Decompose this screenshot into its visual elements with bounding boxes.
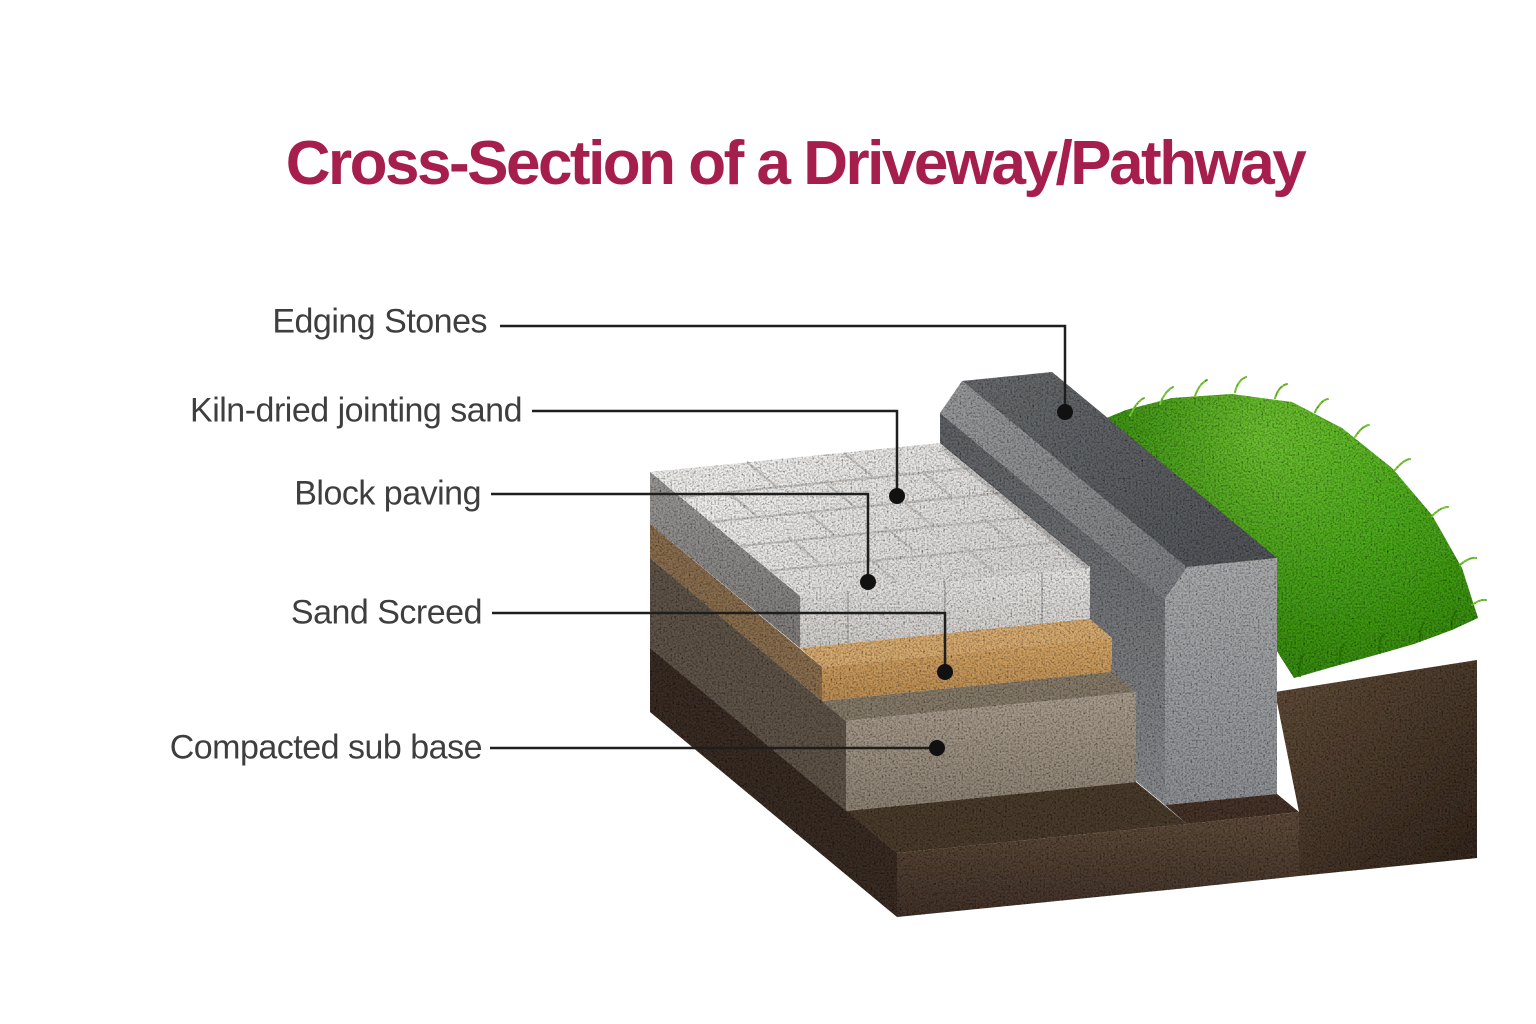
sand-screed-top-band (800, 619, 1112, 667)
edging-stone-chamfer-face (940, 381, 1187, 599)
diorama-block (650, 372, 1487, 917)
leader-edging-stones (500, 324, 1067, 412)
soil-front-face (897, 824, 1187, 917)
soil-left-face (650, 648, 897, 917)
label-compacted-sub-base: Compacted sub base (169, 728, 483, 767)
label-kiln-dried-jointing-sand: Kiln-dried jointing sand (190, 391, 522, 430)
sub-base-front-face (846, 692, 1136, 811)
soil-front-under-curb (1187, 812, 1299, 888)
leader-dot-sand-screed (937, 664, 953, 680)
grass-blade-strokes-light (1129, 376, 1487, 606)
label-sand-screed: Sand Screed (290, 593, 483, 632)
leader-dot-compacted-sub-base (929, 740, 945, 756)
edging-stone-end-face (1165, 558, 1277, 805)
soil-front-face-right (1275, 660, 1477, 876)
leader-lines (490, 324, 1067, 750)
edging-stone-top-face (962, 372, 1277, 567)
label-edging-stones: Edging Stones (272, 302, 487, 341)
leader-dot-block-paving (860, 574, 876, 590)
leader-block-paving (491, 492, 870, 582)
leader-dot-kiln-dried-jointing-sand (889, 488, 905, 504)
leader-kiln-dried-jointing-sand (532, 409, 899, 496)
curb-contact-shadow (940, 444, 1090, 571)
label-block-paving: Block paving (294, 474, 481, 513)
sand-screed-front-face (822, 638, 1112, 701)
page-title: Cross-Section of a Driveway/Pathway (285, 129, 1307, 198)
leader-sand-screed (492, 611, 947, 672)
leader-dot-edging-stones (1057, 404, 1073, 420)
leader-dots (860, 404, 1073, 756)
sub-base-top-band (822, 672, 1136, 721)
block-paving-left-face (650, 472, 800, 648)
soil-band-under-curb (1165, 794, 1299, 824)
soil-top-band (846, 782, 1187, 853)
